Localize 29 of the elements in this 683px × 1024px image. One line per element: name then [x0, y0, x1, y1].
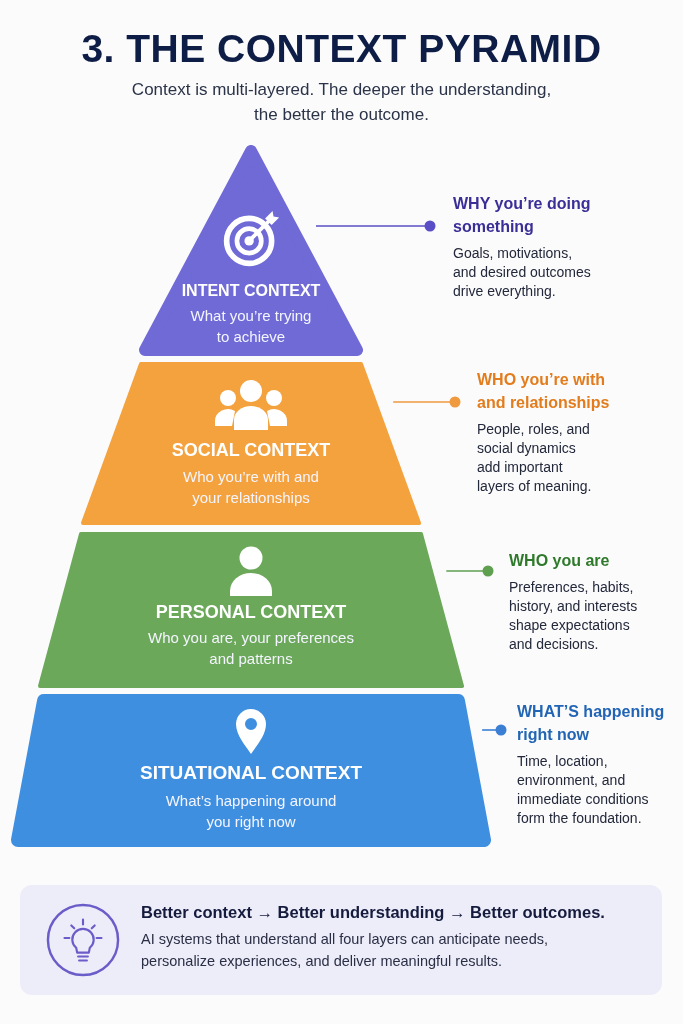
layer-title: SITUATIONAL CONTEXT	[140, 762, 362, 784]
layer-description: Who you are, your preferences and patterns	[147, 628, 355, 669]
leader-line	[445, 565, 494, 577]
layer-description: What you’re trying to achieve	[189, 306, 313, 347]
pyramid-tier	[139, 145, 363, 356]
annotation-text: Preferences, habits, history, and interests shape expectations and decisions.	[509, 578, 639, 654]
annotation-heading: WHO you are	[509, 551, 610, 571]
leader-line	[315, 220, 436, 232]
subtitle: Context is multi-layered. The deeper the understanding, the better the outcome.	[130, 79, 553, 126]
pyramid-tier	[38, 532, 464, 688]
annotation-heading: WHO you’re with and relationships	[477, 370, 611, 413]
annotation-text: People, roles, and social dynamics add important layers of meaning.	[477, 420, 593, 496]
layer-title: INTENT CONTEXT	[181, 281, 321, 301]
leader-line	[481, 724, 507, 736]
title: 3. THE CONTEXT PYRAMID	[81, 26, 602, 72]
annotation-text: Time, location, environment, and immediate conditions form the foundation.	[517, 752, 650, 828]
pyramid-tier	[11, 694, 491, 847]
pyramid-tier	[81, 362, 421, 525]
summary-panel	[20, 885, 662, 995]
layer-description: What’s happening around you right now	[164, 791, 338, 832]
layer-description: Who you’re with and your relationships	[182, 467, 320, 508]
annotation-text: Goals, motivations, and desired outcomes drive everything.	[453, 244, 592, 301]
annotation-heading: WHAT’S happening right now	[517, 702, 666, 745]
annotation-heading: WHY you’re doing something	[453, 194, 592, 237]
layer-title: SOCIAL CONTEXT	[171, 439, 331, 461]
leader-line	[392, 396, 461, 408]
layer-title: PERSONAL CONTEXT	[155, 601, 347, 623]
summary-heading: Better context → Better understanding → Better outcomes.	[141, 902, 605, 923]
summary-text: AI systems that understand all four layers can anticipate needs, personalize experiences, and deliver meaningful results.	[141, 930, 550, 971]
